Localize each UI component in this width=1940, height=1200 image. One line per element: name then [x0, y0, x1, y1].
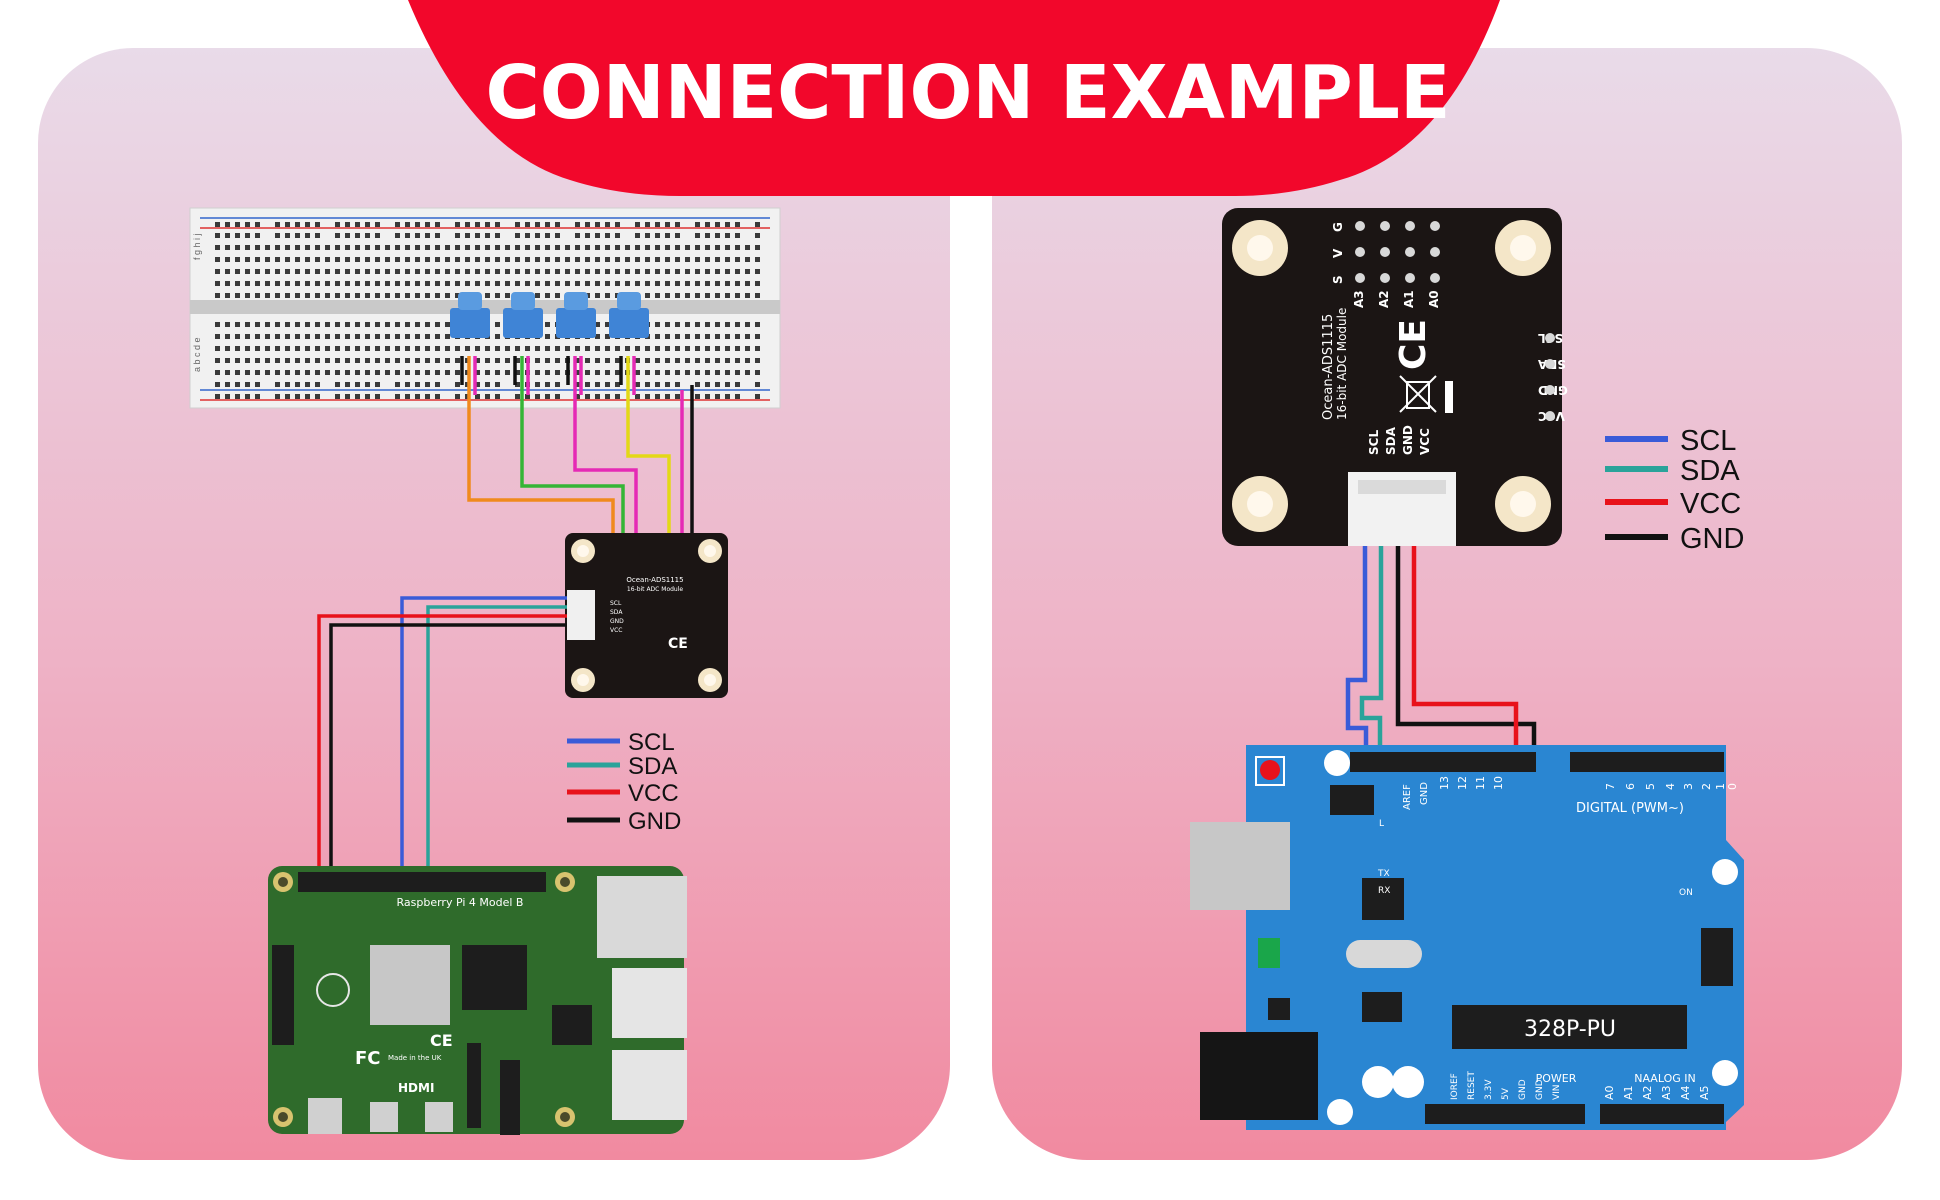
svg-text:CE: CE: [1393, 319, 1434, 370]
digital-pin-label: 1: [1714, 783, 1727, 790]
svg-text:SCL: SCL: [1367, 430, 1381, 455]
svg-text:Made in the UK: Made in the UK: [388, 1054, 442, 1062]
arduino-uno: 328P-PU DIGITAL (PWM~) NAALOG IN POWER A…: [1190, 745, 1744, 1130]
digital-pin-label: 11: [1474, 776, 1487, 790]
svg-text:POWER: POWER: [1536, 1072, 1577, 1085]
svg-text:DIGITAL (PWM~): DIGITAL (PWM~): [1576, 801, 1684, 816]
svg-text:16-bit ADC Module: 16-bit ADC Module: [627, 586, 683, 593]
power-pin-label: GND: [1518, 1079, 1528, 1100]
svg-text:S: S: [1331, 275, 1345, 284]
power-pin-label: IOREF: [1450, 1073, 1460, 1100]
svg-text:VCC: VCC: [1418, 428, 1432, 455]
svg-text:ON: ON: [1679, 888, 1693, 898]
analog-pin-label: A0: [1603, 1085, 1616, 1100]
digital-pin-label: 0: [1726, 783, 1739, 790]
svg-text:SDA: SDA: [1680, 455, 1740, 487]
svg-text:GND: GND: [1419, 782, 1430, 805]
digital-pin-label: 7: [1604, 783, 1617, 790]
breadboard-wires: [460, 356, 694, 533]
title-banner: [408, 0, 1500, 196]
raspberry-pi: Raspberry Pi 4 Model B FC Made in the UK…: [268, 866, 687, 1135]
svg-text:Raspberry Pi 4 Model B: Raspberry Pi 4 Model B: [397, 896, 524, 909]
svg-text:SDA: SDA: [628, 753, 677, 780]
digital-pin-label: 4: [1664, 783, 1677, 790]
digital-pin-label: 3: [1682, 783, 1695, 790]
svg-text:GND: GND: [1680, 523, 1744, 555]
potentiometer: [609, 292, 649, 338]
svg-text:16-bit ADC Module: 16-bit ADC Module: [1335, 308, 1349, 420]
potentiometer: [503, 292, 543, 338]
breadboard-rows-bottom: a b c d e: [192, 337, 202, 372]
svg-text:AREF: AREF: [1402, 784, 1413, 810]
svg-text:A1: A1: [1402, 290, 1416, 308]
power-pin-label: VIN: [1552, 1084, 1562, 1100]
analog-pin-label: A4: [1679, 1085, 1692, 1100]
svg-text:GND: GND: [1401, 425, 1415, 455]
analog-pin-label: A3: [1660, 1085, 1673, 1100]
legend-right: SCL SDA VCC GND: [1605, 425, 1744, 555]
svg-text:SDA: SDA: [610, 609, 623, 616]
power-pin-label: RESET: [1467, 1071, 1477, 1100]
digital-pin-label: 10: [1492, 776, 1505, 790]
power-pin-label: GND: [1535, 1079, 1545, 1100]
analog-pin-label: A1: [1622, 1085, 1635, 1100]
digital-pin-label: 13: [1438, 776, 1451, 790]
svg-text:GND: GND: [628, 808, 681, 835]
svg-text:L: L: [1379, 819, 1384, 829]
legend-left: SCL SDA VCC GND: [567, 729, 681, 835]
ads1115-module-large: G V S A3 A2 A1 A0 Ocean-ADS1115 16-bit A…: [1222, 208, 1568, 546]
svg-text:GND: GND: [610, 618, 624, 625]
potentiometer: [450, 292, 490, 338]
svg-text:CE: CE: [668, 636, 688, 652]
svg-text:VCC: VCC: [610, 627, 622, 634]
svg-text:RX: RX: [1378, 886, 1390, 896]
svg-text:FC: FC: [355, 1048, 381, 1069]
svg-text:328P-PU: 328P-PU: [1524, 1017, 1616, 1042]
digital-pin-label: 2: [1700, 783, 1713, 790]
analog-pin-label: A2: [1641, 1085, 1654, 1100]
ads1115-module-small: Ocean-ADS1115 16-bit ADC Module CE SCL S…: [565, 533, 728, 698]
digital-pin-label: 12: [1456, 776, 1469, 790]
digital-pin-label: 5: [1644, 783, 1657, 790]
svg-text:NAALOG IN: NAALOG IN: [1634, 1072, 1695, 1085]
svg-text:A2: A2: [1377, 290, 1391, 308]
svg-text:SCL: SCL: [1680, 425, 1736, 457]
power-pin-label: 3.3V: [1484, 1079, 1494, 1100]
svg-text:G: G: [1331, 222, 1345, 232]
svg-text:V: V: [1331, 248, 1345, 258]
svg-text:A0: A0: [1427, 290, 1441, 308]
potentiometer: [556, 292, 596, 338]
breadboard-rows-top: f g h i j: [192, 233, 202, 260]
svg-text:SDA: SDA: [1384, 426, 1398, 455]
svg-text:HDMI: HDMI: [398, 1081, 434, 1095]
svg-text:SCL: SCL: [610, 600, 622, 607]
power-pin-label: 5V: [1501, 1087, 1511, 1100]
page-title: CONNECTION EXAMPLE: [486, 50, 1451, 136]
svg-text:CE: CE: [430, 1031, 453, 1050]
svg-text:VCC: VCC: [628, 780, 679, 807]
svg-text:VCC: VCC: [1680, 488, 1741, 520]
digital-pin-label: 6: [1624, 783, 1637, 790]
analog-pin-label: A5: [1698, 1085, 1711, 1100]
svg-text:A3: A3: [1352, 290, 1366, 308]
svg-text:TX: TX: [1377, 869, 1390, 879]
svg-text:Ocean-ADS1115: Ocean-ADS1115: [1321, 314, 1336, 420]
raspberry-pi-logo: [316, 973, 350, 1007]
svg-text:Ocean-ADS1115: Ocean-ADS1115: [626, 576, 683, 584]
svg-text:SCL: SCL: [628, 729, 675, 756]
weee-bin-icon: [1399, 375, 1453, 413]
